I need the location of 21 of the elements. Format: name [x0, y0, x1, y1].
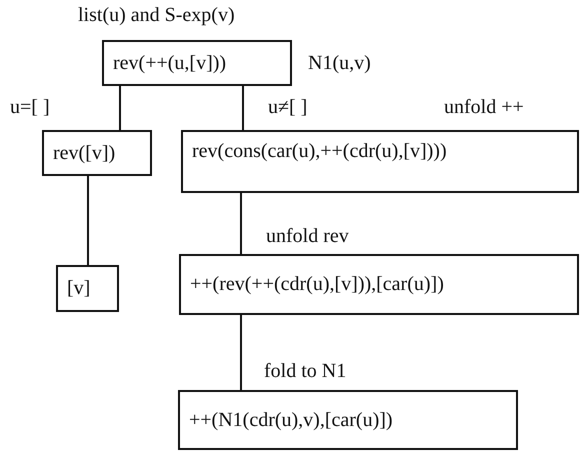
expression-box [42, 130, 152, 176]
connector-line [242, 86, 244, 130]
node-annotation: list(u) and S-exp(v) [78, 4, 235, 26]
expression-box [178, 390, 518, 450]
expression-box [179, 254, 579, 315]
edge-label: u=[ ] [10, 96, 50, 118]
edge-label: u≠[ ] [268, 96, 308, 118]
connector-line [87, 176, 89, 265]
expression-box [56, 265, 119, 312]
expression-box [102, 40, 292, 86]
expression-box [181, 130, 579, 193]
node-annotation: N1(u,v) [308, 52, 371, 74]
connector-line [240, 193, 242, 254]
expression-text: rev([v]) [53, 142, 116, 164]
expression-text: rev(++(u,[v])) [113, 52, 226, 74]
expression-text: [v] [67, 277, 90, 300]
expression-text: ++(N1(cdr(u),v),[car(u)]) [189, 408, 393, 432]
expression-text: rev(cons(car(u),++(cdr(u),[v]))) [192, 140, 447, 163]
expression-text: ++(rev(++(cdr(u),[v])),[car(u)]) [190, 273, 444, 296]
connector-line [240, 315, 242, 390]
connector-line [119, 86, 121, 130]
